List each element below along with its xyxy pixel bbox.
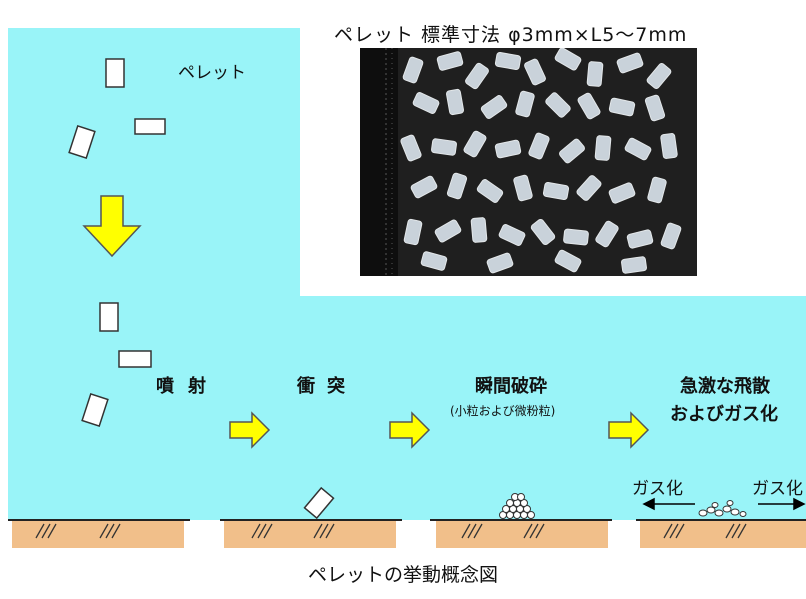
pellet [99,302,119,332]
pellet [105,58,125,88]
process-arrows [229,411,650,449]
pellet [81,392,109,428]
ground [640,520,806,548]
left-arrow-icon [642,497,655,511]
pellet-photo-image [360,48,697,276]
pellet [118,350,152,368]
right-arrow-icon [389,411,431,449]
right-arrow-icon [793,497,806,511]
falling-pellets [68,58,166,160]
stage-scatter-label-line1: 急激な飛散 [680,376,770,397]
fracture-note: (小粒および微粉粒) [450,404,556,418]
pellet-photo [360,48,697,276]
impact-pellet [303,486,335,520]
stage-scatter-label-line2: およびガス化 [670,404,778,425]
ground [12,520,184,548]
stage-impact-label: 衝突 [297,376,357,397]
ground [436,520,608,548]
pellet [134,118,166,135]
right-arrow-icon [608,411,650,449]
ground-segments [8,519,806,548]
stage-spray-label: 噴射 [156,376,220,397]
photo-title: ペレット 標準寸法 φ3mm×L5～7mm [334,24,688,46]
pellet [68,124,96,160]
background-area [8,28,806,520]
figure-caption: ペレットの挙動概念図 [307,564,498,586]
spray-pellets [81,302,152,428]
hatch-marks [35,523,747,539]
gas-particles [698,500,747,517]
pellet-label: ペレット [178,63,246,83]
fragment-pile [499,493,535,519]
right-arrow-icon [229,411,271,449]
down-arrow-icon [82,195,142,258]
gas-label-left: ガス化 [632,479,683,499]
gas-label-right: ガス化 [752,479,803,499]
stage-fracture-label: 瞬間破砕 [475,376,547,397]
ground [224,520,396,548]
gas-arrows [642,497,806,511]
